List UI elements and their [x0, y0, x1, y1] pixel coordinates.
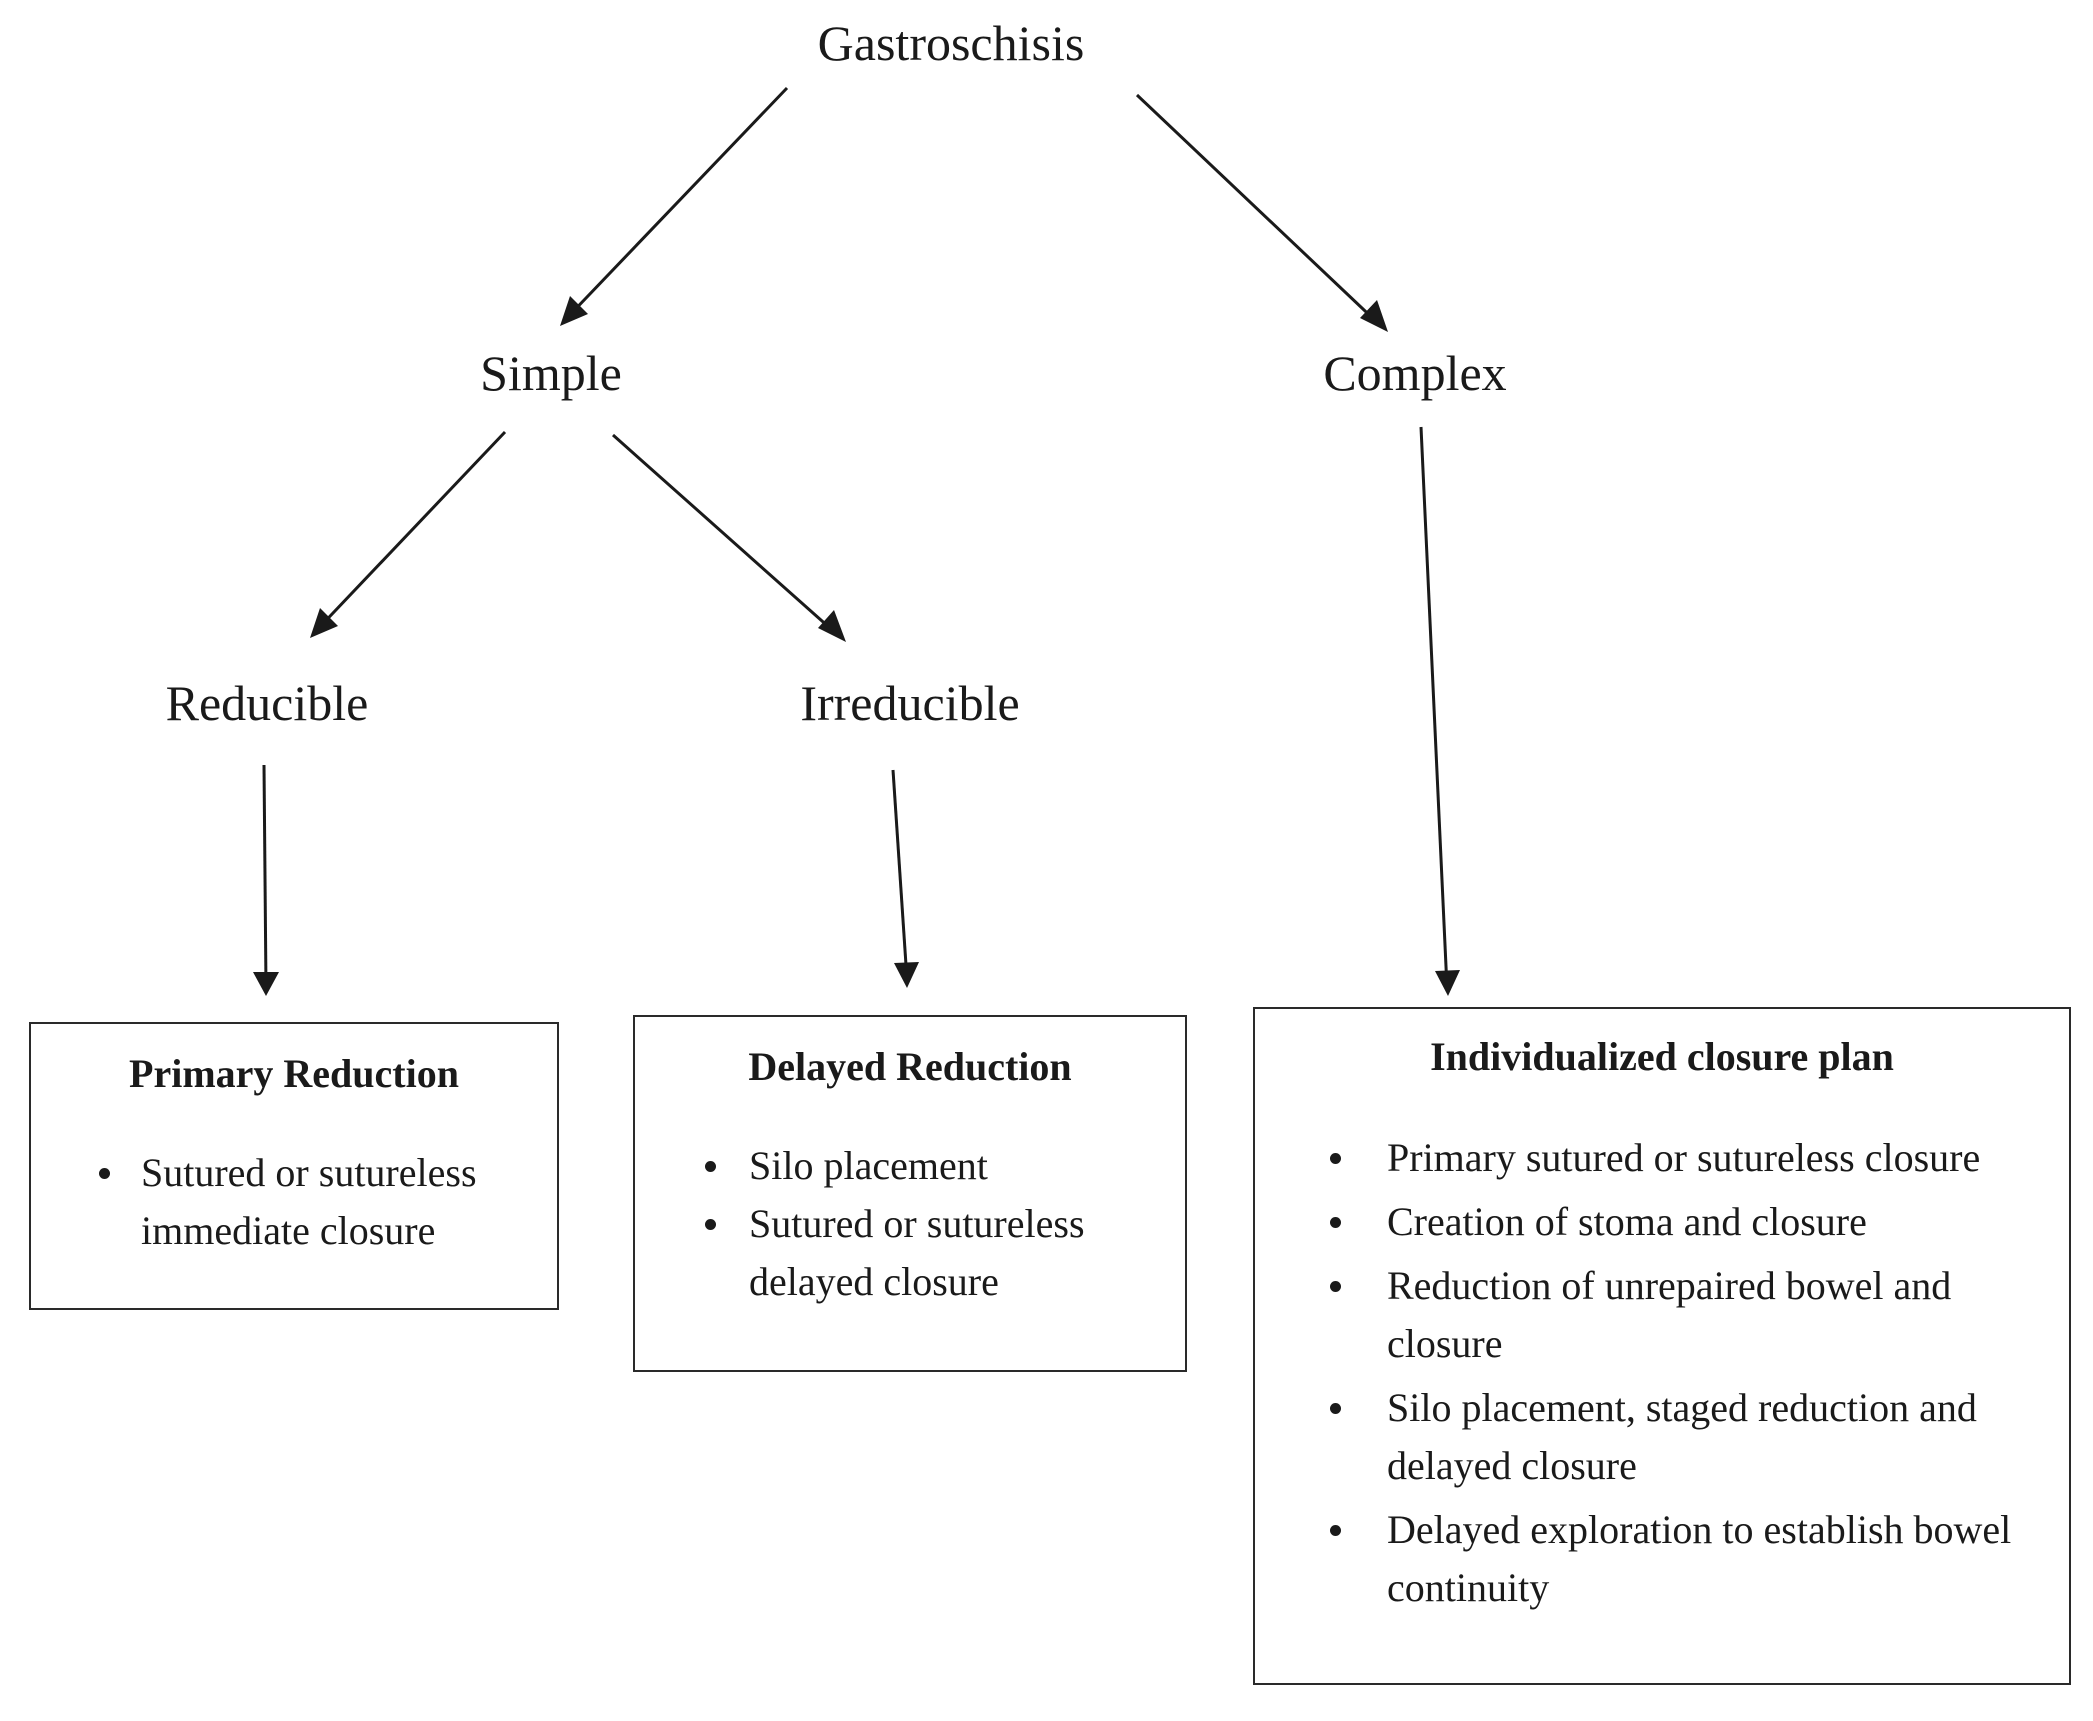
arrowhead-individualized — [1435, 970, 1460, 996]
list-item: Reduction of unrepaired bowel and closur… — [1330, 1257, 2053, 1373]
list-item-text: Creation of stoma and closure — [1387, 1199, 1867, 1244]
node-gastroschisis: Gastroschisis — [817, 15, 1085, 71]
arrow-simple-to-reducible — [313, 430, 507, 634]
bullet-icon — [1330, 1217, 1341, 1228]
list-item-text: Primary sutured or sutureless closure — [1387, 1135, 1981, 1180]
list-item-text: Silo placement, staged reduction and del… — [1387, 1385, 1977, 1488]
node-reducible: Reducible — [165, 675, 369, 731]
list-item-text: Sutured or sutureless immediate closure — [141, 1150, 477, 1253]
arrow-reducible-to-primary — [262, 764, 268, 989]
list-item: Primary sutured or sutureless closure — [1330, 1129, 2053, 1187]
bullet-icon — [1330, 1281, 1341, 1292]
delayed-reduction-box: Delayed Reduction Silo placement Sutured… — [633, 1015, 1187, 1372]
individualized-closure-title: Individualized closure plan — [1430, 1034, 1894, 1079]
bullet-icon — [1330, 1153, 1341, 1164]
bullet-icon — [705, 1219, 716, 1230]
arrowhead-delayed — [894, 962, 919, 988]
primary-reduction-list: Sutured or sutureless immediate closure — [99, 1144, 551, 1260]
arrowhead-reducible — [310, 608, 338, 638]
delayed-reduction-title: Delayed Reduction — [748, 1044, 1072, 1089]
bullet-icon — [705, 1161, 716, 1172]
bullet-icon — [1330, 1525, 1341, 1536]
individualized-closure-box: Individualized closure plan Primary sutu… — [1253, 1007, 2071, 1685]
arrow-root-to-simple — [563, 86, 789, 322]
arrow-irreducible-to-delayed — [891, 769, 909, 981]
list-item: Delayed exploration to establish bowel c… — [1330, 1501, 2053, 1617]
list-item-text: Sutured or sutureless delayed closure — [749, 1201, 1085, 1304]
list-item-text: Reduction of unrepaired bowel and closur… — [1387, 1263, 1952, 1366]
node-complex: Complex — [1323, 345, 1507, 401]
individualized-closure-list: Primary sutured or sutureless closure Cr… — [1330, 1129, 2053, 1617]
list-item: Silo placement — [705, 1137, 1169, 1195]
primary-reduction-title: Primary Reduction — [129, 1051, 459, 1096]
arrow-simple-to-irreducible — [612, 433, 841, 639]
node-simple: Simple — [480, 345, 622, 401]
bullet-icon — [99, 1168, 110, 1179]
list-item-text: Delayed exploration to establish bowel c… — [1387, 1507, 2012, 1610]
delayed-reduction-list: Silo placement Sutured or sutureless del… — [705, 1137, 1169, 1311]
list-item: Silo placement, staged reduction and del… — [1330, 1379, 2053, 1495]
list-item: Sutured or sutureless delayed closure — [705, 1195, 1169, 1311]
arrowhead-irreducible — [818, 610, 846, 642]
bullet-icon — [1330, 1403, 1341, 1414]
list-item-text: Silo placement — [749, 1143, 988, 1188]
arrow-complex-to-individualized — [1419, 426, 1449, 989]
arrowhead-primary — [253, 972, 279, 996]
arrow-root-to-complex — [1135, 93, 1384, 329]
arrowhead-simple — [560, 296, 588, 326]
node-irreducible: Irreducible — [800, 675, 1020, 731]
list-item: Creation of stoma and closure — [1330, 1193, 2053, 1251]
arrowhead-complex — [1360, 300, 1388, 332]
primary-reduction-box: Primary Reduction Sutured or sutureless … — [29, 1022, 559, 1310]
list-item: Sutured or sutureless immediate closure — [99, 1144, 551, 1260]
